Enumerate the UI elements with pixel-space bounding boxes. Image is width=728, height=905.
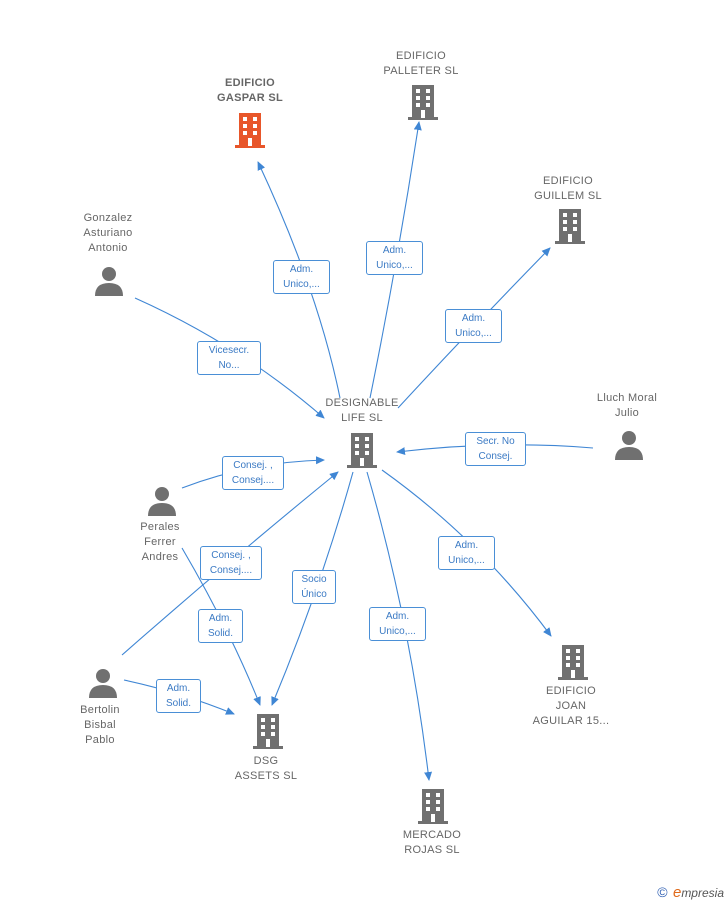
- node-label: Perales: [140, 521, 180, 533]
- edge-label-line: Único: [301, 589, 327, 600]
- node-label: DSG: [253, 755, 279, 767]
- edge-label-line: Adm.: [461, 313, 486, 324]
- node-label: Andres: [141, 551, 179, 563]
- edge-label-line: Socio: [301, 574, 327, 585]
- node-label: GUILLEM SL: [534, 190, 602, 202]
- node-label: PALLETER SL: [383, 65, 459, 77]
- edge-label-gaspar[interactable]: Adm. Unico,...: [273, 260, 330, 294]
- edge-label-line: Adm.: [454, 540, 479, 551]
- building-icon[interactable]: [252, 713, 284, 749]
- node-edificio-palleter[interactable]: EDIFICIO PALLETER SL: [369, 49, 473, 79]
- brand-text: mpresia: [681, 886, 724, 900]
- edge-label-line: No...: [218, 360, 240, 371]
- edge-label-lluch[interactable]: Secr. No Consej.: [465, 432, 526, 466]
- node-label: EDIFICIO: [542, 175, 594, 187]
- node-edificio-gaspar[interactable]: EDIFICIO GASPAR SL: [198, 76, 302, 106]
- person-icon[interactable]: [147, 486, 177, 516]
- footer-brand: © empresia: [657, 884, 724, 901]
- edge-label-line: Consej.: [478, 451, 513, 462]
- node-label: Antonio: [88, 242, 128, 254]
- building-icon[interactable]: [557, 644, 589, 680]
- node-label: Gonzalez: [83, 212, 133, 224]
- edge-label-joan[interactable]: Adm. Unico,...: [438, 536, 495, 570]
- edge-label-line: Unico,...: [283, 279, 320, 290]
- node-label: JOAN: [555, 700, 587, 712]
- edge-label-line: Adm.: [289, 264, 314, 275]
- edge-label-line: Unico,...: [455, 328, 492, 339]
- node-label: Ferrer: [144, 536, 176, 548]
- node-edificio-guillem[interactable]: EDIFICIO GUILLEM SL: [516, 174, 620, 204]
- building-icon[interactable]: [407, 84, 439, 120]
- node-label: AGUILAR 15...: [532, 715, 610, 727]
- building-icon[interactable]: [346, 432, 378, 468]
- node-label: Bertolin: [80, 704, 120, 716]
- edge-label-perales[interactable]: Consej. , Consej....: [222, 456, 284, 490]
- brand-initial: e: [672, 884, 682, 901]
- edge-label-gonzalez[interactable]: Vicesecr. No...: [197, 341, 261, 375]
- edge-label-line: Unico,...: [376, 260, 413, 271]
- edge-label-line: Adm.: [382, 245, 407, 256]
- node-label: DESIGNABLE: [325, 397, 399, 409]
- node-label: MERCADO: [402, 829, 462, 841]
- edge-label-line: Unico,...: [379, 626, 416, 637]
- building-icon[interactable]: [417, 788, 449, 824]
- edge-label-palleter[interactable]: Adm. Unico,...: [366, 241, 423, 275]
- person-icon[interactable]: [94, 266, 124, 296]
- node-label: ASSETS SL: [234, 770, 298, 782]
- edge-label-line: Consej....: [209, 565, 253, 576]
- copyright-icon: ©: [657, 884, 668, 900]
- edge-label-bertolin-dsg[interactable]: Adm. Solid.: [156, 679, 201, 713]
- brand-logo: empresia: [672, 884, 724, 901]
- edge-label-line: Consej. ,: [211, 550, 251, 561]
- node-edificio-joan[interactable]: EDIFICIO JOAN AGUILAR 15...: [519, 684, 623, 729]
- node-label: Lluch Moral: [596, 392, 658, 404]
- edge-label-line: Vicesecr.: [208, 345, 250, 356]
- node-label: EDIFICIO: [224, 77, 276, 89]
- node-label: Asturiano: [83, 227, 133, 239]
- person-icon[interactable]: [88, 668, 118, 698]
- edge-label-guillem[interactable]: Adm. Unico,...: [445, 309, 502, 343]
- node-label: LIFE SL: [341, 412, 383, 424]
- building-icon[interactable]: [234, 112, 266, 148]
- edge-label-line: Adm.: [166, 683, 191, 694]
- node-mercado-rojas[interactable]: MERCADO ROJAS SL: [380, 828, 484, 858]
- node-label: GASPAR SL: [216, 92, 284, 104]
- edge-label-perales-dsg[interactable]: Adm. Solid.: [198, 609, 243, 643]
- node-label: Bisbal: [84, 719, 116, 731]
- person-icon[interactable]: [614, 430, 644, 460]
- edge-label-line: Consej....: [231, 475, 275, 486]
- edge-label-bertolin[interactable]: Consej. , Consej....: [200, 546, 262, 580]
- edge-label-line: Adm.: [385, 611, 410, 622]
- node-label: EDIFICIO: [395, 50, 447, 62]
- edge-label-mercado[interactable]: Adm. Unico,...: [369, 607, 426, 641]
- node-label: ROJAS SL: [404, 844, 460, 856]
- edge-label-line: Solid.: [207, 628, 233, 639]
- edge-label-line: Unico,...: [448, 555, 485, 566]
- edge-label-line: Adm.: [208, 613, 233, 624]
- node-dsg-assets[interactable]: DSG ASSETS SL: [214, 754, 318, 784]
- edge-label-line: Secr. No: [476, 436, 515, 447]
- edge-label-line: Consej. ,: [233, 460, 273, 471]
- edge-label-line: Solid.: [165, 698, 191, 709]
- node-label: EDIFICIO: [545, 685, 597, 697]
- node-designable-life[interactable]: DESIGNABLE LIFE SL: [310, 396, 414, 426]
- building-icon[interactable]: [554, 208, 586, 244]
- node-label: Julio: [614, 407, 640, 419]
- node-label: Pablo: [85, 734, 115, 746]
